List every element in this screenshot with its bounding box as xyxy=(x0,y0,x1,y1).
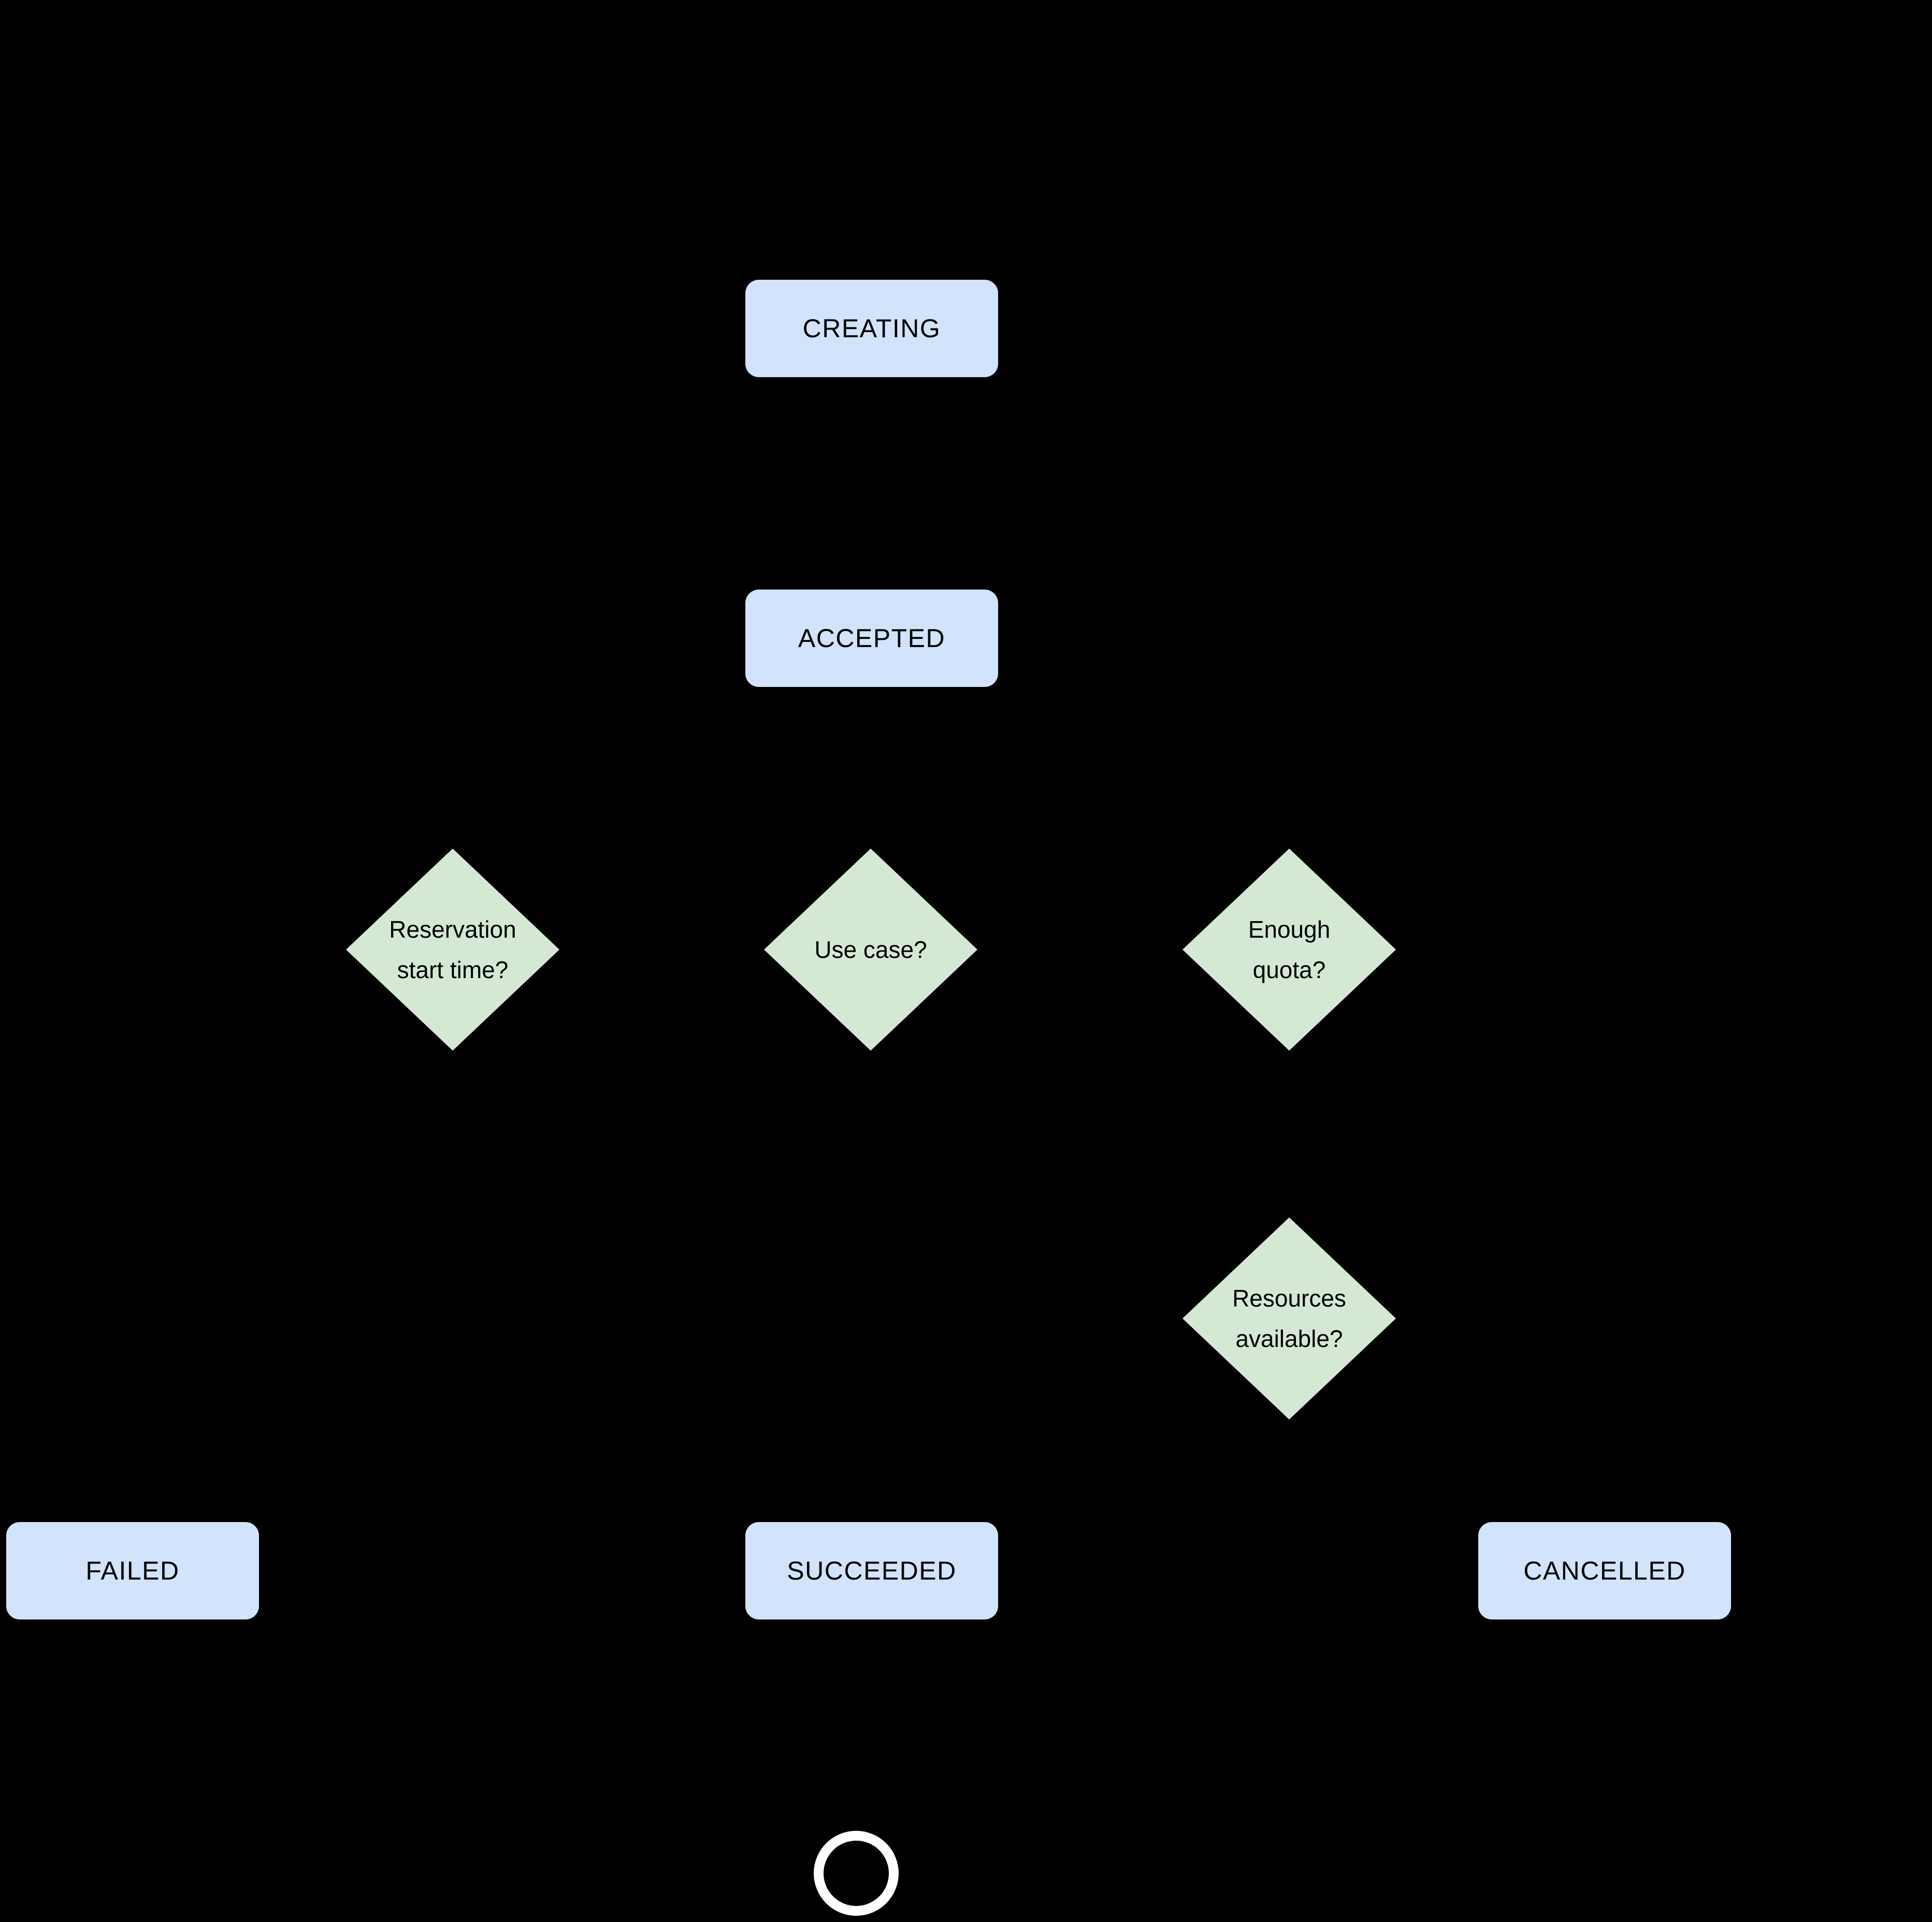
state-label-accepted: ACCEPTED xyxy=(798,624,946,653)
state-node-creating: CREATING xyxy=(745,280,998,377)
decision-label-line: Use case? xyxy=(814,936,927,963)
state-label-succeeded: SUCCEEDED xyxy=(787,1556,957,1585)
decision-label-line: Reservation xyxy=(389,916,516,943)
decision-label-line: Enough xyxy=(1248,916,1331,943)
decision-node-enough-quota: Enough quota? xyxy=(1183,849,1396,1051)
state-node-succeeded: SUCCEEDED xyxy=(745,1522,998,1619)
state-label-creating: CREATING xyxy=(802,314,941,343)
decision-label-line: start time? xyxy=(397,956,509,983)
decision-label-line: quota? xyxy=(1252,956,1326,983)
state-label-failed: FAILED xyxy=(85,1556,180,1585)
decision-label-line: Resources xyxy=(1232,1285,1346,1312)
decision-node-use-case: Use case? xyxy=(764,849,977,1051)
state-node-accepted: ACCEPTED xyxy=(745,590,998,687)
decision-node-resources-available: Resources available? xyxy=(1183,1217,1396,1419)
state-node-cancelled: CANCELLED xyxy=(1478,1522,1731,1619)
decision-label-line: available? xyxy=(1235,1325,1343,1352)
state-node-failed: FAILED xyxy=(6,1522,259,1619)
end-state-ring-icon xyxy=(814,1831,899,1916)
state-label-cancelled: CANCELLED xyxy=(1523,1556,1686,1585)
decision-node-reservation-start-time: Reservation start time? xyxy=(346,849,559,1051)
